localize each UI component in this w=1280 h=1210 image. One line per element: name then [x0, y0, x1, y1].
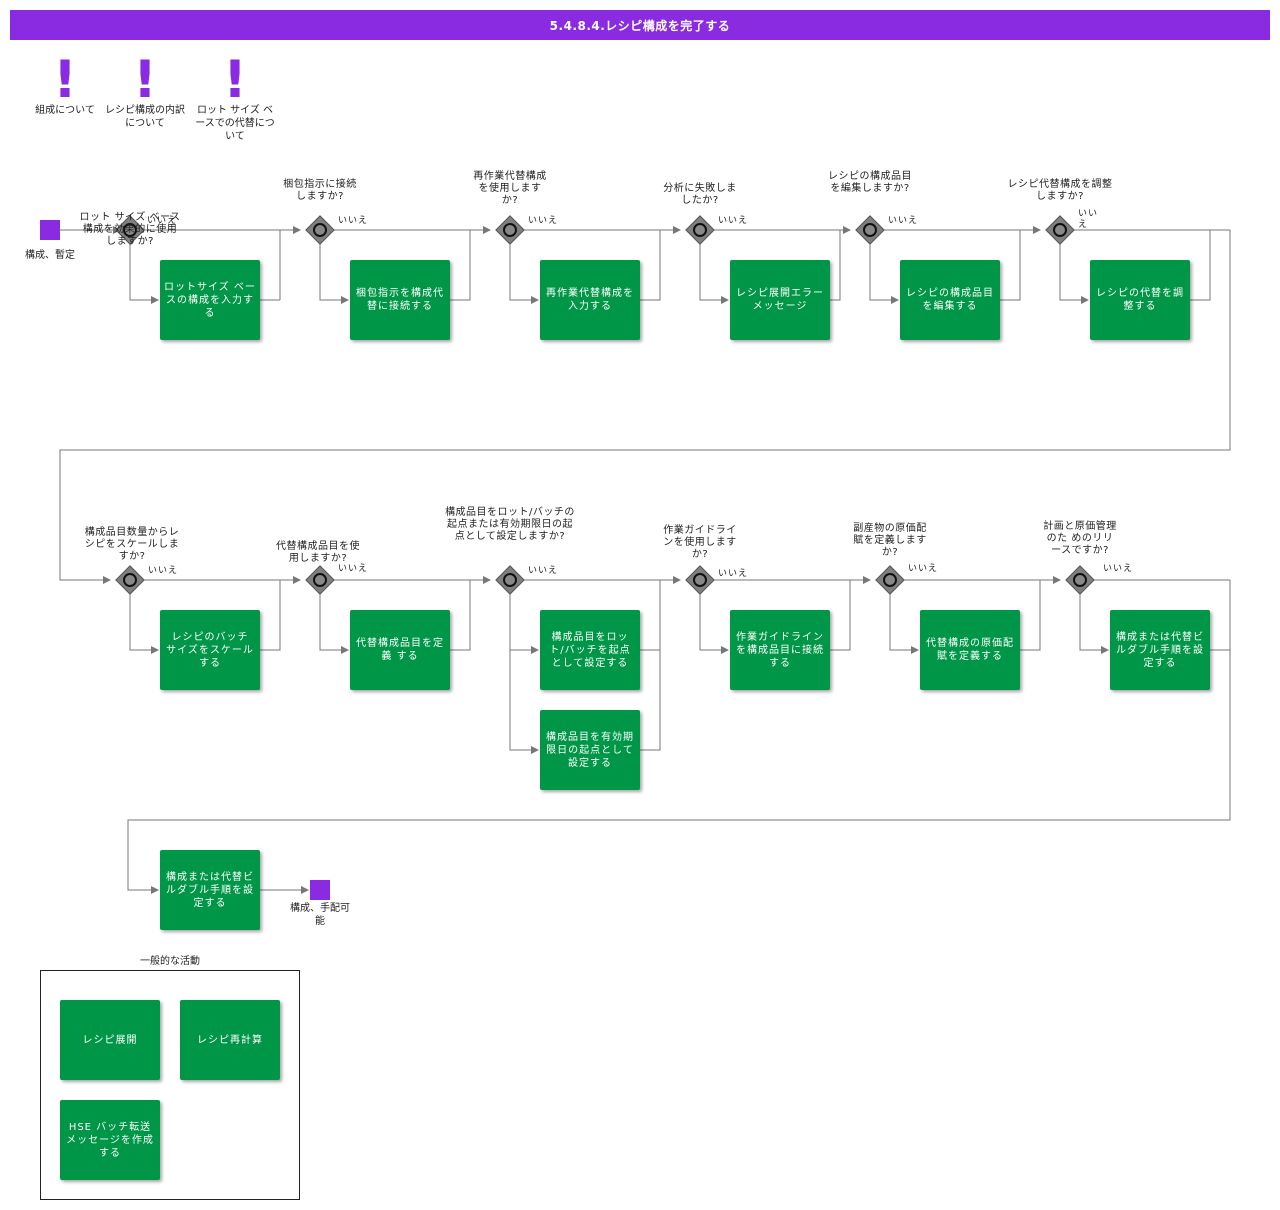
no-label: いいえ: [718, 569, 749, 579]
no-label: いいえ: [908, 564, 939, 574]
gateway-question: 分析に失敗しましたか?: [663, 183, 737, 206]
gateway-question: 再作業代替構成を使用しますか?: [473, 171, 547, 206]
gateway-question: 代替構成品目を使用しますか?: [276, 541, 360, 564]
no-label: いいえ: [528, 566, 559, 576]
task-set-lot-origin[interactable]: 構成品目をロット/バッチを起点として設定する: [540, 610, 640, 690]
task-connect-work-guideline[interactable]: 作業ガイドラインを構成品目に接続する: [730, 610, 830, 690]
no-label: いいえ: [147, 216, 178, 226]
no-label: いいえ: [718, 216, 749, 226]
gateway-question: 構成品目をロット/バッチの 起点または有効期限日の起 点として設定しますか?: [445, 507, 575, 542]
legend-task-recalc[interactable]: レシピ再計算: [180, 1000, 280, 1080]
legend-title: 一般的な活動: [140, 956, 200, 967]
task-define-substitute-item[interactable]: 代替構成品目を定義 する: [350, 610, 450, 690]
task-buildable-steps[interactable]: 構成または代替ビルダブル手順を設定する: [1110, 610, 1210, 690]
task-explosion-error[interactable]: レシピ展開エラー メッセージ: [730, 260, 830, 340]
gateway-question: 副産物の原価配賦を定義しますか?: [853, 523, 927, 558]
note-recipe-breakdown[interactable]: ! レシピ構成の内訳について: [105, 50, 185, 129]
task-buildable-steps-final[interactable]: 構成または代替ビルダブル手順を設定する: [160, 850, 260, 930]
task-adjust-substitute[interactable]: レシピの代替を調整する: [1090, 260, 1190, 340]
gateway-question: 梱包指示に接続しますか?: [283, 179, 357, 202]
legend-task-explosion[interactable]: レシピ展開: [60, 1000, 160, 1080]
task-rework-substitute[interactable]: 再作業代替構成を入力する: [540, 260, 640, 340]
legend-task-hse-message[interactable]: HSE バッチ転送メッセージを作成する: [60, 1100, 160, 1180]
note-composition[interactable]: ! 組成について: [25, 50, 105, 117]
no-label: いいえ: [148, 566, 179, 576]
note-lot-size-substitute[interactable]: ! ロット サイズ ベースでの代替について: [195, 50, 275, 142]
exclamation-icon: !: [53, 50, 77, 110]
gateway-question: レシピの構成品目を編集しますか?: [828, 171, 912, 194]
no-label: いいえ: [1103, 564, 1134, 574]
gateway-question: 計画と原価管理のた めのリリースですか?: [1043, 521, 1117, 556]
task-define-cost-allocation[interactable]: 代替構成の原価配賦を定義する: [920, 610, 1020, 690]
diagram-title: 5.4.8.4.レシピ構成を完了する: [10, 10, 1270, 40]
task-edit-component[interactable]: レシピの構成品目を編集する: [900, 260, 1000, 340]
legend-box: [40, 970, 300, 1200]
gateway-question: 構成品目数量からレシピをスケールしますか?: [84, 527, 180, 562]
end-event[interactable]: [310, 880, 330, 900]
no-label: いいえ: [888, 216, 919, 226]
no-label: いいえ: [338, 216, 369, 226]
no-label: いいえ: [338, 564, 369, 574]
gateway-question: ロット サイズ ベース構成を効果的に使用しますか?: [79, 212, 181, 247]
exclamation-icon: !: [223, 50, 247, 110]
end-event-label: 構成、手配可能: [290, 903, 350, 927]
start-event-label: 構成、暫定: [25, 250, 75, 261]
start-event[interactable]: [40, 220, 60, 240]
gateway-question: レシピ代替構成を調整しますか?: [1007, 179, 1113, 202]
task-set-expiry-origin[interactable]: 構成品目を有効期限日の起点として設定する: [540, 710, 640, 790]
exclamation-icon: !: [133, 50, 157, 110]
no-label: いい え: [1078, 209, 1099, 230]
gateway-question: 作業ガイドラインを使用しますか?: [663, 525, 737, 560]
gateways: [115, 215, 1095, 595]
no-label: いいえ: [528, 216, 559, 226]
task-connect-packing[interactable]: 梱包指示を構成代替に接続する: [350, 260, 450, 340]
task-scale-batch[interactable]: レシピのバッチ サイズをスケールする: [160, 610, 260, 690]
task-lot-size-composition[interactable]: ロットサイズ ベースの構成を入力する: [160, 260, 260, 340]
